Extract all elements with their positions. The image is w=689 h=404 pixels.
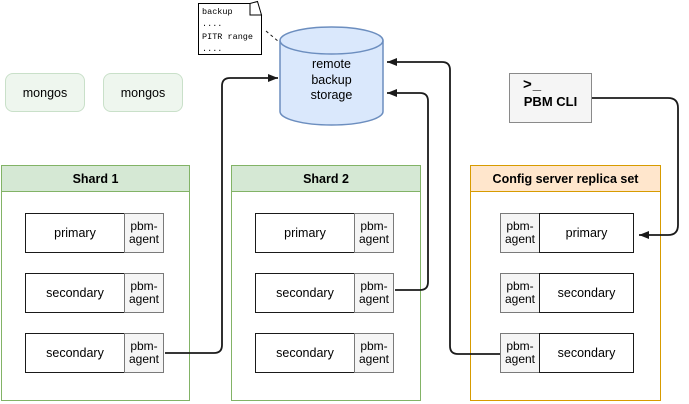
config-server-title: Config server replica set bbox=[471, 166, 660, 192]
pbm-agent-box: pbm-agent bbox=[354, 273, 394, 313]
config-server-container: Config server replica set pbm-agent prim… bbox=[470, 165, 661, 401]
storage-label-line: remote bbox=[312, 57, 351, 71]
pbm-agent-label: pbm-agent bbox=[504, 339, 536, 366]
note-to-storage-dashed-line bbox=[265, 30, 299, 59]
pbm-agent-label: pbm-agent bbox=[128, 279, 160, 306]
pbm-agent-label: pbm-agent bbox=[128, 219, 160, 246]
pbm-agent-box: pbm-agent bbox=[500, 273, 540, 313]
shard1-container: Shard 1 primary pbm-agent secondary pbm-… bbox=[1, 165, 190, 401]
storage-label-line: storage bbox=[310, 88, 353, 102]
mongos-box-2: mongos bbox=[103, 73, 183, 112]
node-box-secondary: secondary bbox=[539, 273, 634, 313]
shard1-row-secondary-2: secondary pbm-agent bbox=[25, 333, 164, 373]
shard1-row-primary: primary pbm-agent bbox=[25, 213, 164, 253]
note-line: backup bbox=[202, 7, 233, 17]
pbm-agent-box: pbm-agent bbox=[354, 213, 394, 253]
shard2-title: Shard 2 bbox=[232, 166, 420, 192]
node-box-primary: primary bbox=[25, 213, 125, 253]
shard2-container: Shard 2 primary pbm-agent secondary pbm-… bbox=[231, 165, 421, 401]
mongos-box-1: mongos bbox=[5, 73, 85, 112]
note-line: .... bbox=[202, 43, 223, 54]
pbm-agent-label: pbm-agent bbox=[358, 339, 390, 366]
node-box-secondary: secondary bbox=[255, 333, 355, 373]
note-line: .... bbox=[202, 19, 223, 30]
config-row-secondary-1: pbm-agent secondary bbox=[500, 273, 634, 313]
mongos-label: mongos bbox=[120, 85, 166, 100]
pbm-agent-box: pbm-agent bbox=[124, 213, 164, 253]
node-box-secondary: secondary bbox=[25, 273, 125, 313]
pbm-agent-box: pbm-agent bbox=[500, 213, 540, 253]
pbm-agent-label: pbm-agent bbox=[128, 339, 160, 366]
pbm-agent-box: pbm-agent bbox=[354, 333, 394, 373]
pbm-agent-label: pbm-agent bbox=[358, 219, 390, 246]
pbm-cli-label: PBM CLI bbox=[523, 94, 578, 109]
remote-backup-storage-label: remote backup storage bbox=[280, 57, 383, 104]
mongos-label: mongos bbox=[22, 85, 68, 100]
storage-label-line: backup bbox=[311, 72, 352, 87]
shard2-row-primary: primary pbm-agent bbox=[255, 213, 394, 253]
pbm-agent-label: pbm-agent bbox=[358, 279, 390, 306]
shard2-row-secondary-1: secondary pbm-agent bbox=[255, 273, 394, 313]
node-box-primary: primary bbox=[539, 213, 634, 253]
pbm-cli-box: >_ PBM CLI bbox=[509, 73, 592, 123]
pbm-agent-box: pbm-agent bbox=[124, 333, 164, 373]
shard1-title: Shard 1 bbox=[2, 166, 189, 192]
node-box-secondary: secondary bbox=[539, 333, 634, 373]
node-box-primary: primary bbox=[255, 213, 355, 253]
pbm-agent-label: pbm-agent bbox=[504, 219, 536, 246]
pbm-agent-box: pbm-agent bbox=[500, 333, 540, 373]
node-box-secondary: secondary bbox=[255, 273, 355, 313]
config-row-secondary-2: pbm-agent secondary bbox=[500, 333, 634, 373]
pbm-agent-box: pbm-agent bbox=[124, 273, 164, 313]
node-box-secondary: secondary bbox=[25, 333, 125, 373]
pbm-agent-label: pbm-agent bbox=[504, 279, 536, 306]
terminal-prompt-icon: >_ bbox=[523, 76, 543, 93]
shard1-row-secondary-1: secondary pbm-agent bbox=[25, 273, 164, 313]
note-line: PITR range bbox=[202, 31, 254, 42]
backup-note: backup .... PITR range .... bbox=[202, 6, 262, 55]
shard2-row-secondary-2: secondary pbm-agent bbox=[255, 333, 394, 373]
config-row-primary: pbm-agent primary bbox=[500, 213, 634, 253]
